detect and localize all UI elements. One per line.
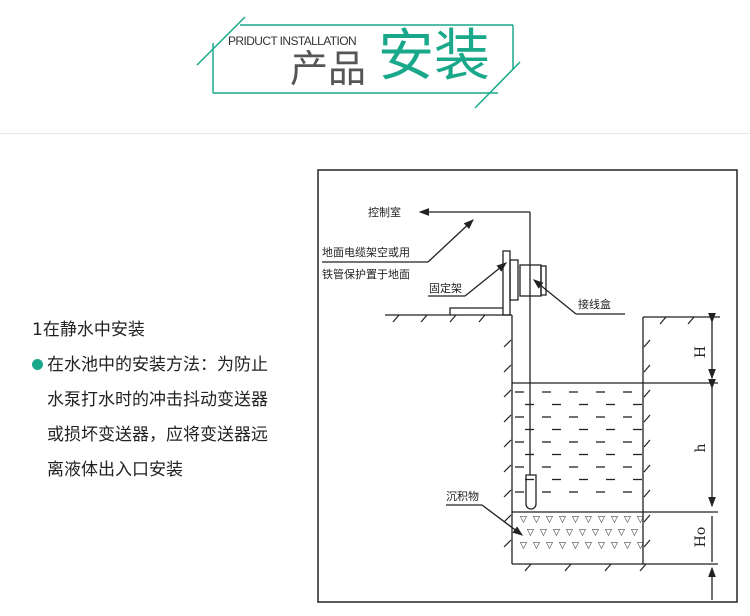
sediment-symbol: ▽ — [559, 515, 566, 525]
sediment-symbol: ▽ — [559, 541, 566, 551]
label-cable-line2: 铁管保护置于地面 — [322, 267, 410, 281]
ground-hatch — [392, 314, 400, 323]
sediment-symbol: ▽ — [520, 541, 527, 551]
ground-hatch — [449, 314, 457, 323]
bullet-dot-icon — [32, 359, 43, 370]
sediment-symbol: ▽ — [624, 515, 631, 525]
wall-hatch — [503, 364, 512, 373]
diagram-border — [317, 169, 738, 603]
label-junction-box: 接线盒 — [578, 297, 611, 311]
bullet-line: 离液体出入口安装 — [47, 460, 183, 480]
dim-h-label: h — [693, 443, 709, 452]
box-pointer — [532, 279, 577, 315]
sediment-symbol: ▽ — [546, 541, 553, 551]
sediment-symbol: ▽ — [592, 528, 599, 538]
dim-H-label: H — [693, 346, 709, 358]
wall-hatch — [503, 514, 512, 523]
section-heading: 1在静水中安装 — [32, 320, 145, 340]
bracket-pointer — [464, 262, 508, 297]
sediment-symbol: ▽ — [579, 528, 586, 538]
wall-hatch — [503, 489, 512, 498]
sediment-symbol: ▽ — [618, 528, 625, 538]
wall-hatch — [643, 414, 651, 423]
sediment-symbol: ▽ — [611, 515, 618, 525]
label-cable-line1: 地面电缆架空或用 — [322, 245, 410, 259]
junction-box-cover — [540, 265, 547, 296]
wall-hatch — [503, 539, 512, 548]
wall-hatch — [643, 389, 651, 398]
bracket-plate — [502, 250, 511, 316]
description: 1在静水中安装 在水池中的安装方法：为防止 水泵打水时的冲击抖动变送器 或损坏变… — [32, 313, 268, 488]
bottom-hatch — [639, 563, 647, 572]
sediment-symbol: ▽ — [598, 515, 605, 525]
cable-pointer — [427, 219, 474, 263]
frame-slash-right — [474, 61, 521, 109]
bullet-line: 水泵打水时的冲击抖动变送器 — [47, 390, 268, 410]
sediment-pointer — [481, 504, 524, 536]
header-frame — [196, 16, 521, 109]
sediment-symbol: ▽ — [598, 541, 605, 551]
bottom-hatch — [524, 563, 532, 572]
sediment-symbol: ▽ — [572, 541, 579, 551]
pressure-transmitter-probe — [525, 474, 537, 510]
ground-hatch — [478, 314, 486, 323]
sediment-symbol: ▽ — [553, 528, 560, 538]
sediment-symbol: ▽ — [533, 515, 540, 525]
label-control-room: 控制室 — [368, 205, 401, 219]
ground-hatch — [420, 314, 428, 323]
sediment-symbol: ▽ — [605, 528, 612, 538]
sediment-symbol: ▽ — [540, 528, 547, 538]
sediment-symbol: ▽ — [520, 515, 527, 525]
sediment-symbol: ▽ — [572, 515, 579, 525]
ground-hatch — [687, 316, 695, 325]
wall-hatch — [643, 339, 651, 348]
wall-hatch — [643, 464, 651, 473]
wall-hatch — [503, 339, 512, 348]
bullet-line: 在水池中的安装方法：为防止 — [47, 355, 268, 375]
sediment-symbol: ▽ — [533, 541, 540, 551]
sediment-symbol: ▽ — [527, 528, 534, 538]
wall-hatch — [503, 414, 512, 423]
header-title-part1: 产品 — [290, 47, 367, 91]
bottom-hatch — [604, 563, 612, 572]
sediment-symbol: ▽ — [585, 515, 592, 525]
bottom-hatch — [564, 563, 572, 572]
wall-hatch — [503, 439, 512, 448]
dim-Ho-label: Ho — [693, 527, 709, 548]
sediment-symbol: ▽ — [637, 515, 644, 525]
wall-hatch — [503, 389, 512, 398]
wall-hatch — [643, 364, 651, 373]
sediment-symbol: ▽ — [585, 541, 592, 551]
divider — [0, 133, 750, 134]
bullet-line: 或损坏变送器，应将变送器远 — [47, 425, 268, 445]
wall-hatch — [503, 464, 512, 473]
sediment-symbol: ▽ — [611, 541, 618, 551]
bracket-clamp — [509, 259, 519, 301]
wall-hatch — [643, 539, 651, 548]
sediment-symbol: ▽ — [624, 541, 631, 551]
frame-slash-left — [196, 16, 246, 66]
sediment-symbol: ▽ — [631, 528, 638, 538]
wall-hatch — [643, 439, 651, 448]
label-bracket: 固定架 — [429, 281, 462, 295]
sediment-symbol: ▽ — [566, 528, 573, 538]
ground-hatch — [659, 316, 667, 325]
sediment-symbol: ▽ — [637, 541, 644, 551]
header-subtitle: PRIDUCT INSTALLATION — [228, 34, 357, 48]
sediment-symbol: ▽ — [546, 515, 553, 525]
wall-hatch — [643, 514, 651, 523]
label-sediment: 沉积物 — [446, 489, 479, 503]
header-title-part2: 安装 — [378, 24, 490, 89]
bracket-foot — [449, 307, 503, 315]
wall-hatch — [643, 489, 651, 498]
